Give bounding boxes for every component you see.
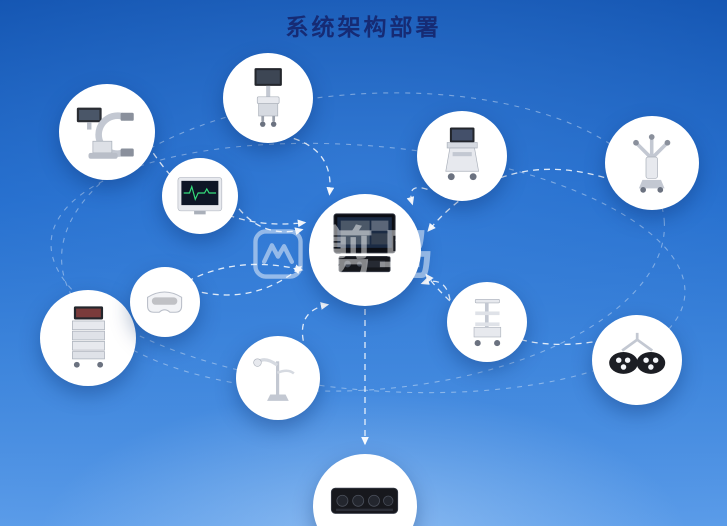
diagram-title: 系统架构部署	[285, 14, 442, 40]
device-node-surgical-stand	[236, 336, 320, 420]
connection-vr-headset-to-hub	[201, 265, 303, 296]
device-node-surgical-lights	[592, 315, 682, 405]
surgical-stand-icon	[246, 346, 310, 410]
device-node-ultrasound-cart	[417, 111, 507, 201]
connection-surgical-stand-to-hub	[301, 302, 330, 341]
device-node-endoscopy-tower	[40, 290, 136, 386]
connection-surgical-robot-to-hub	[427, 168, 605, 232]
orbit-ellipse-outer	[61, 92, 665, 392]
device-node-c-arm-xray	[59, 84, 155, 180]
vr-headset-icon	[138, 275, 191, 328]
ultrasound-icon	[428, 122, 496, 190]
device-node-rack-server	[313, 454, 417, 526]
c-arm-icon	[71, 96, 144, 169]
device-node-monitor-cart	[223, 53, 313, 143]
rack-server-icon	[325, 466, 404, 526]
supply-cart-icon	[457, 292, 518, 353]
device-node-vr-headset	[130, 267, 200, 337]
hub-console-icon	[322, 207, 407, 292]
surgical-lights-icon	[603, 326, 671, 394]
orbit-ellipse-inner	[50, 142, 686, 394]
device-node-patient-monitor	[162, 158, 238, 234]
connection-patient-monitor-to-hub	[238, 208, 304, 235]
endoscopy-tower-icon	[52, 302, 125, 375]
surgical-robot-icon	[616, 127, 687, 198]
patient-monitor-icon	[171, 167, 229, 225]
device-node-surgical-robot	[605, 116, 699, 210]
connection-surgical-lights-to-hub	[425, 273, 593, 345]
monitor-cart-icon	[234, 64, 302, 132]
device-node-central-console	[309, 194, 421, 306]
connection-monitor-cart-to-hub	[293, 137, 335, 196]
connection-ultrasound-cart-to-hub	[406, 186, 428, 206]
device-node-supply-cart	[447, 282, 527, 362]
